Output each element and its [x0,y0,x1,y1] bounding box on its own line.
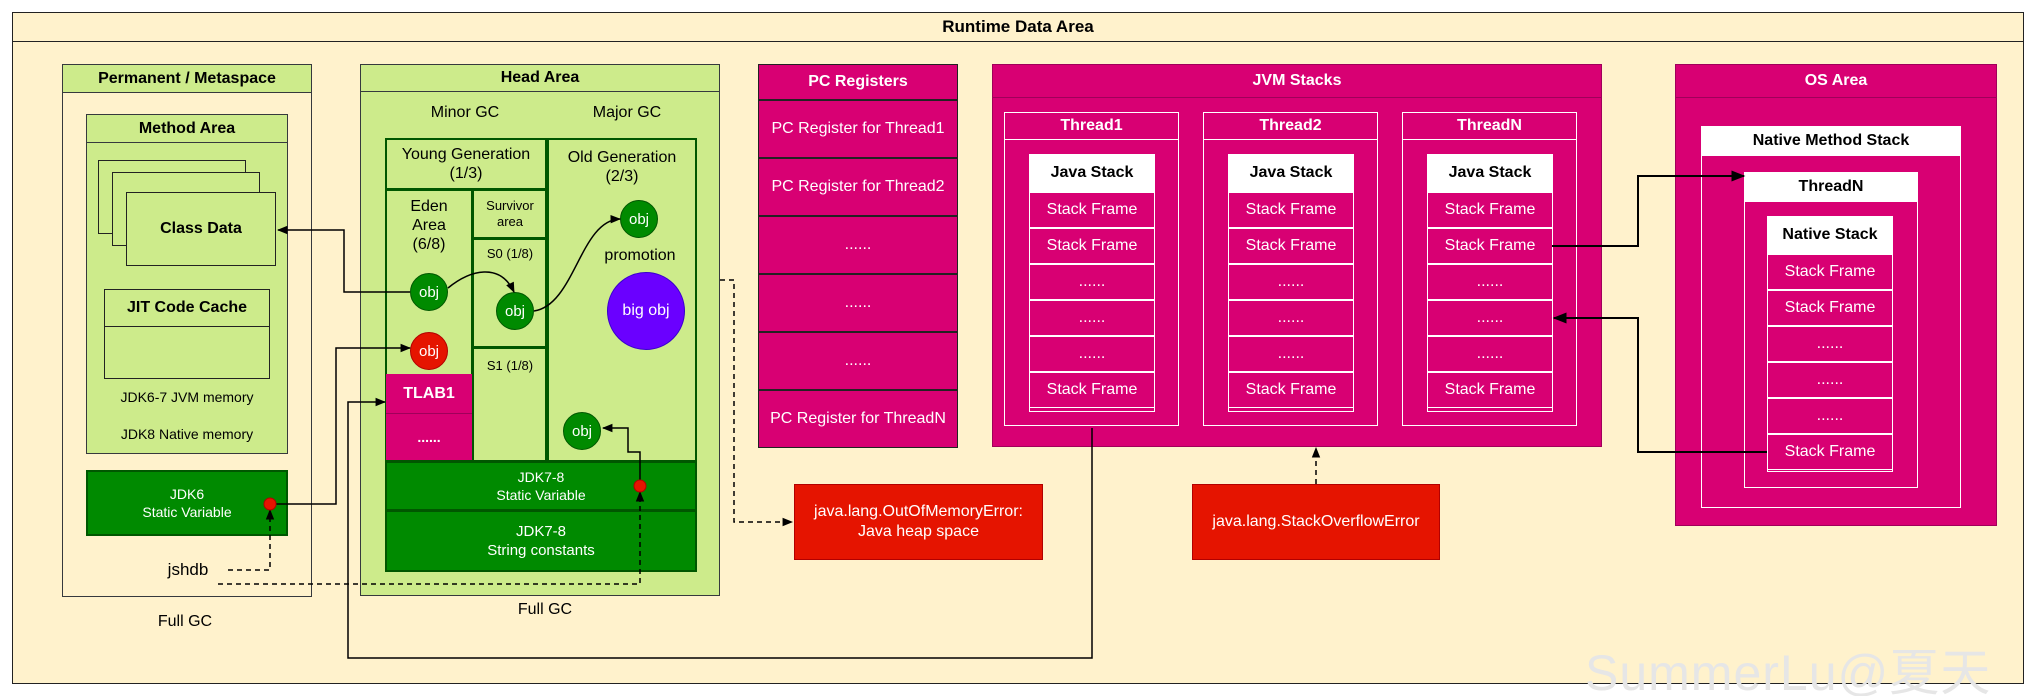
stack-frame: Stack Frame [1427,192,1553,228]
stack-frame: ...... [1029,264,1155,300]
promotion-label: promotion [604,247,676,264]
native-stack-frame: Stack Frame [1767,290,1893,326]
method-area-title: Method Area [86,114,288,143]
jvm-thread-title: Thread1 [1004,112,1179,140]
jvm-thread-title: Thread2 [1203,112,1378,140]
stack-frame: Stack Frame [1228,372,1354,408]
tlab-ellipsis: ...... [386,414,472,460]
jdk6-static-variable: JDK6 Static Variable [86,470,288,536]
metaspace-title: Permanent / Metaspace [62,64,312,93]
jdk8-note: JDK8 Native memory [120,426,254,442]
old-gen-title: Old Generation (2/3) [567,149,677,185]
s0-obj: obj [496,292,534,330]
oom-error: java.lang.OutOfMemoryError: Java heap sp… [794,484,1043,560]
java-stack-title: Java Stack [1228,154,1354,192]
native-stack-frame: ...... [1767,362,1893,398]
eden-obj: obj [410,273,448,311]
jshdb-label: jshdb [167,560,209,579]
stack-frame: ...... [1427,300,1553,336]
jvm-thread-box [1402,112,1577,426]
native-stack-frame: ...... [1767,398,1893,434]
jdk6-static-dot [263,497,277,511]
java-to-native-arrow [1552,170,1746,247]
stack-frame: Stack Frame [1427,372,1553,408]
watermark: SummerLu@夏天 [1585,645,1992,696]
stack-frame: ...... [1228,336,1354,372]
pc-register-row: PC Register for Thread1 [758,100,958,158]
static-var-to-obj-arrow [270,343,412,505]
pc-registers-title: PC Registers [758,64,958,100]
os-area-title: OS Area [1675,64,1997,98]
native-stack-title: Native Stack [1767,216,1893,254]
tlab-obj: obj [410,332,448,370]
java-stack-title: Java Stack [1029,154,1155,192]
java-stack-title: Java Stack [1427,154,1553,192]
pc-register-row: PC Register for ThreadN [758,390,958,448]
pc-register-row: ...... [758,216,958,274]
promotion-arrow [533,215,622,312]
jit-code-cache-body [104,326,270,379]
stack-frame: ...... [1029,336,1155,372]
pc-register-row: ...... [758,332,958,390]
minor-gc-label: Minor GC [430,104,500,121]
stack-frame: ...... [1427,264,1553,300]
jvm-thread-box [1004,112,1179,426]
class-data: Class Data [126,192,276,266]
stack-frame: Stack Frame [1029,372,1155,408]
heap-title: Head Area [360,64,720,92]
stack-frame: ...... [1029,300,1155,336]
jdk67-note: JDK6-7 JVM memory [120,389,254,405]
stack-frame: ...... [1228,264,1354,300]
stack-frame: ...... [1228,300,1354,336]
eden-obj-to-class-data-arrow [276,225,410,293]
native-to-java-arrow [1552,312,1767,453]
native-stack-frame: Stack Frame [1767,254,1893,290]
jdk78-static-to-obj-arrow [601,423,641,486]
native-method-stack-title: Native Method Stack [1701,126,1961,156]
jshdb-to-static-dashed [228,508,275,571]
old-obj: obj [563,412,601,450]
stack-frame: Stack Frame [1029,192,1155,228]
pc-register-row: PC Register for Thread2 [758,158,958,216]
pc-register-row: ...... [758,274,958,332]
stack-to-tlab-arrow [347,397,1093,659]
metaspace-full-gc: Full GC [157,613,213,630]
stack-frame: Stack Frame [1228,228,1354,264]
s0-label: S0 (1/8) [486,245,534,261]
jdk78-string-constants: JDK7-8 String constants [385,510,697,572]
stackoverflow-error: java.lang.StackOverflowError [1192,484,1440,560]
runtime-data-area-title: Runtime Data Area [12,12,2024,42]
native-stack-frame: Stack Frame [1767,434,1893,470]
big-obj: big obj [607,272,685,350]
native-stack-frame: ...... [1767,326,1893,362]
stack-frame: Stack Frame [1029,228,1155,264]
eden-to-s0-arrow [447,271,515,293]
heap-to-oom-dashed [720,279,794,527]
eden-label: Eden Area (6/8) [410,197,448,253]
jdk78-static-dot [633,479,647,493]
jvm-thread-title: ThreadN [1402,112,1577,140]
stack-frame: Stack Frame [1427,228,1553,264]
s1-label: S1 (1/8) [486,357,534,373]
jvm-thread-box [1203,112,1378,426]
heap-full-gc: Full GC [517,601,573,618]
major-gc-label: Major GC [592,104,662,121]
tlab1: TLAB1 [386,374,472,414]
stack-frame: Stack Frame [1228,192,1354,228]
os-thread-title: ThreadN [1744,172,1918,202]
jshdb-to-jdk78-dashed [218,490,645,585]
jvm-stacks-title: JVM Stacks [992,64,1602,98]
stack-frame: ...... [1427,336,1553,372]
